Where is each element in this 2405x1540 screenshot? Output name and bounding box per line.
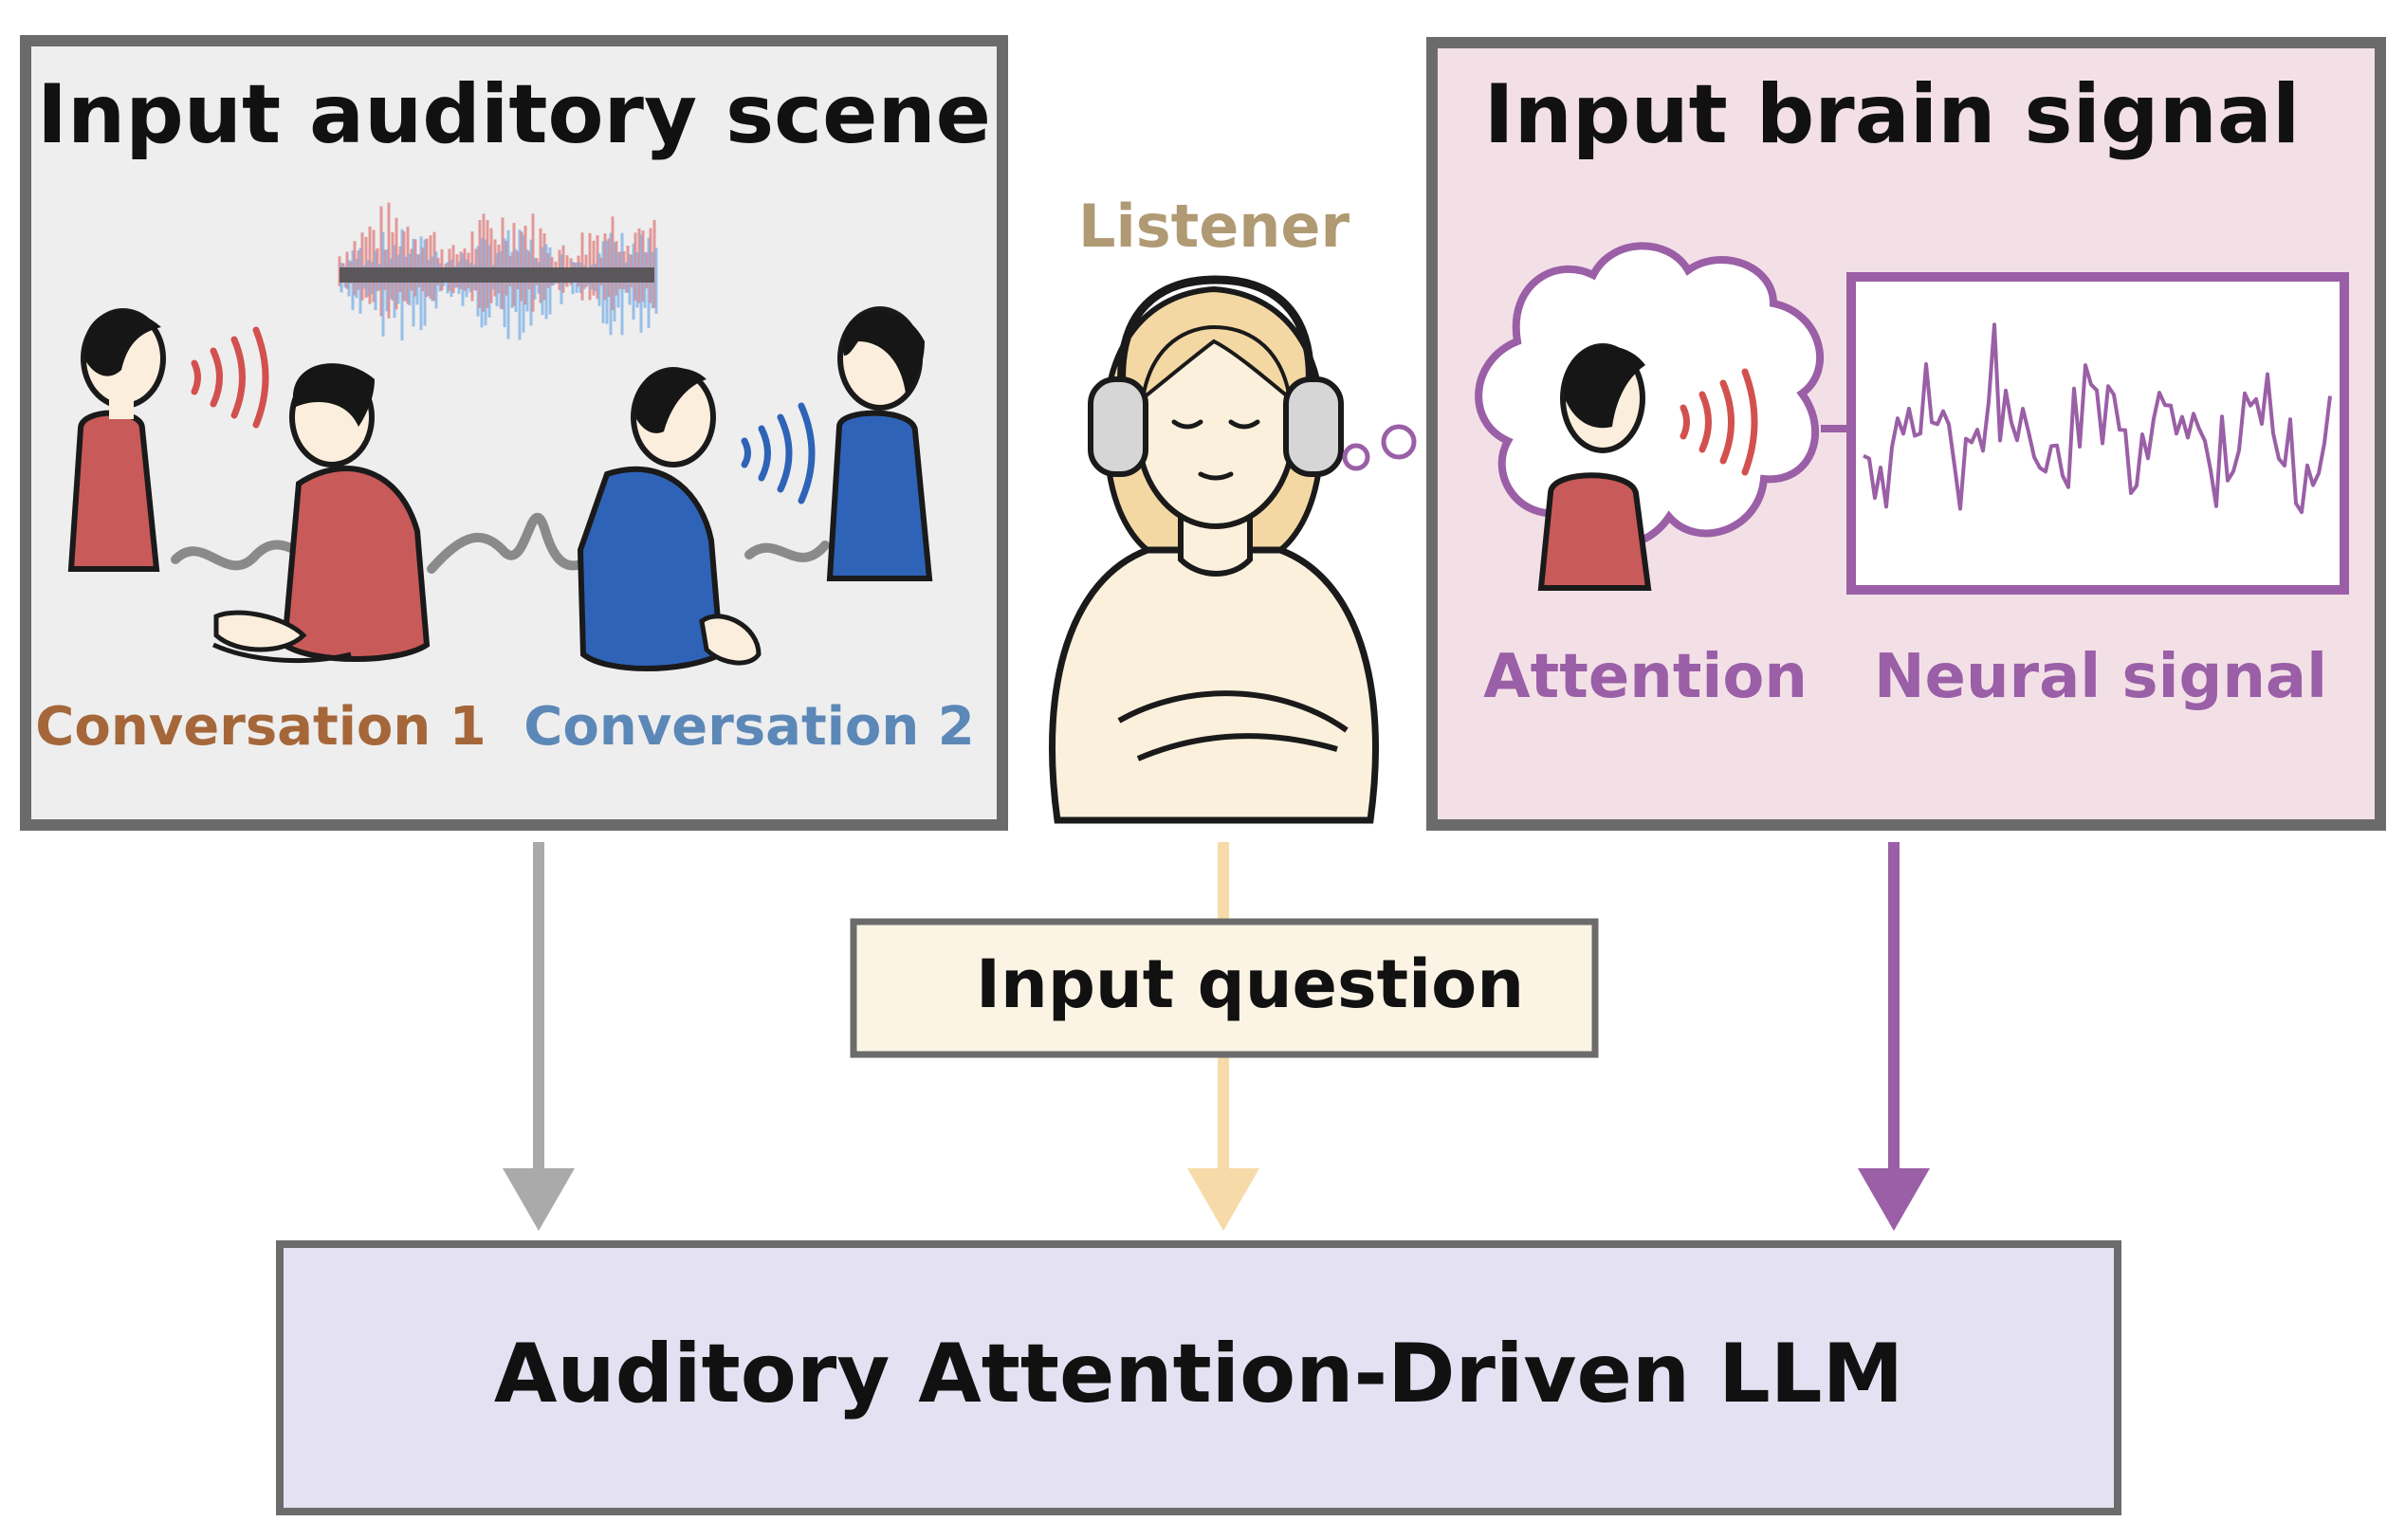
neural-signal-label: Neural signal — [1874, 642, 2327, 712]
auditory-scene-panel: Input auditory scene — [20, 35, 1008, 831]
scene-arrow — [503, 842, 575, 1231]
listener-1-figure — [211, 363, 431, 664]
brain-signal-panel: Input brain signal Attention Neural sign… — [1426, 37, 2386, 831]
headphone-left — [1088, 376, 1148, 477]
input-question-label: Input question — [976, 945, 1524, 1023]
listener-2-figure — [826, 306, 933, 581]
sound-waves-red-1 — [191, 326, 269, 429]
llm-box: Auditory Attention-Driven LLM — [276, 1240, 2121, 1515]
speaker-2-figure — [577, 367, 762, 671]
attended-speaker-figure — [1537, 343, 1652, 591]
listener-arrow — [1187, 842, 1259, 1231]
thought-dot-medium — [1381, 424, 1417, 460]
neural-signal-trace — [1863, 322, 2332, 515]
auditory-scene-title: Input auditory scene — [37, 67, 991, 162]
sound-waves-blue — [741, 402, 816, 504]
conversation-1-label: Conversation 1 — [35, 696, 486, 758]
conversation-2-label: Conversation 2 — [523, 696, 974, 758]
input-question-box: Input question — [850, 918, 1599, 1058]
brain-arrow — [1858, 842, 1930, 1231]
listener-label: Listener — [1078, 192, 1350, 261]
neural-signal-box — [1846, 272, 2349, 595]
attention-thought-cloud — [1475, 242, 1825, 551]
brain-signal-title: Input brain signal — [1484, 67, 2301, 162]
llm-label: Auditory Attention-Driven LLM — [494, 1327, 1903, 1421]
thought-dot-small — [1342, 443, 1370, 471]
headphone-right — [1283, 376, 1344, 477]
headphones-band — [1117, 275, 1314, 409]
speaker-1-figure — [67, 308, 166, 572]
listener-figure: Listener — [1049, 192, 1485, 824]
mixed-waveform-core — [340, 267, 654, 283]
sound-waves-red-2 — [1680, 368, 1758, 476]
attention-label: Attention — [1483, 642, 1808, 712]
mixed-waveform — [338, 202, 658, 340]
